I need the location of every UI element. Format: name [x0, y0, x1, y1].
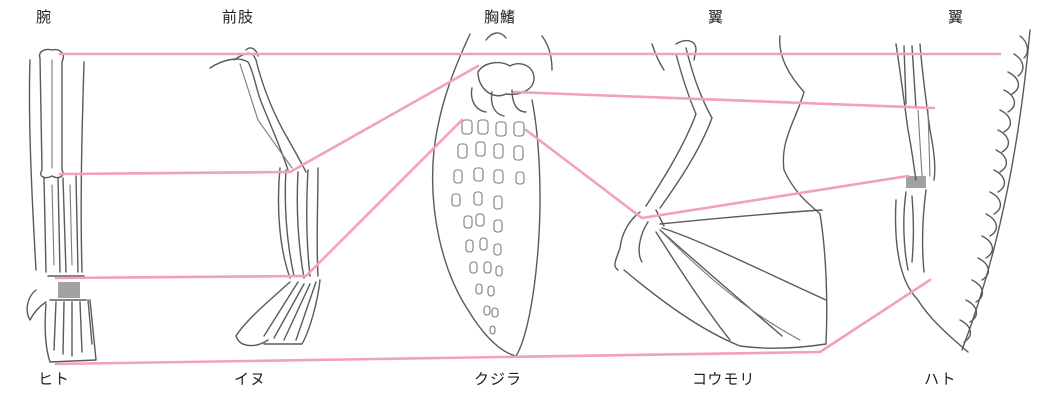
homology-connector-lines: [56, 54, 1000, 364]
label-dog: イヌ: [234, 368, 266, 389]
label-dog-forelimb: 前肢: [222, 6, 254, 27]
dog-forelimb-sketch: [210, 48, 320, 346]
label-bat: コウモリ: [692, 368, 755, 389]
pigeon-wing-sketch: [896, 30, 1030, 352]
label-bat-wing: 翼: [708, 6, 724, 27]
label-whale: クジラ: [474, 368, 522, 389]
bat-wing-sketch: [615, 36, 827, 348]
label-human: ヒト: [38, 368, 70, 389]
human-arm-sketch: [27, 49, 96, 362]
label-human-arm: 腕: [36, 6, 52, 27]
label-pigeon: ハト: [924, 368, 956, 389]
label-whale-pectoral-fin: 胸鰭: [484, 6, 516, 27]
label-pigeon-wing: 翼: [948, 6, 964, 27]
